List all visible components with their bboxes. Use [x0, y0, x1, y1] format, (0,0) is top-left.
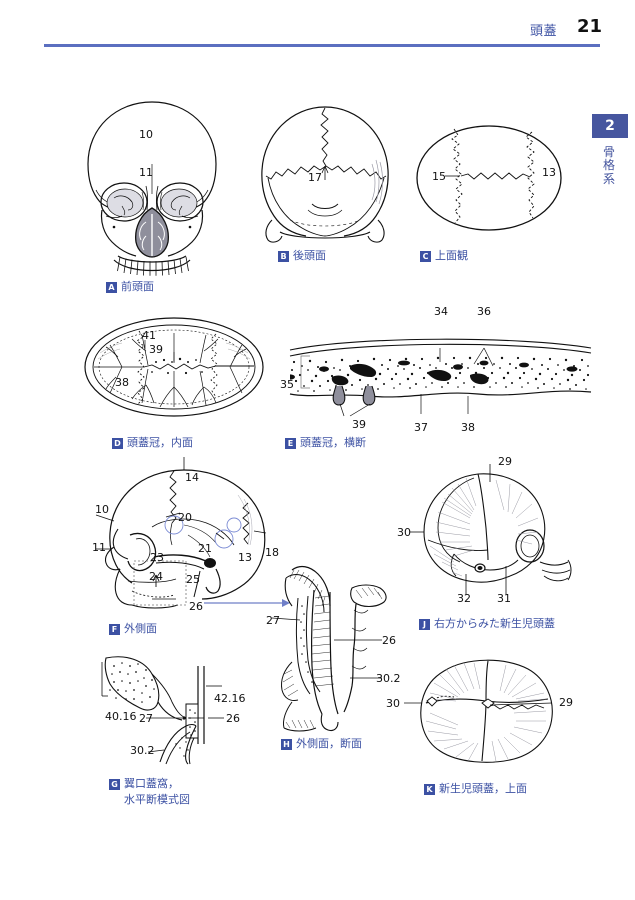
- figure-j-caption-text: 右方からみた新生児頭蓋: [434, 617, 555, 630]
- figure-e-label-39: 39: [352, 418, 366, 431]
- figure-h-badge: H: [281, 739, 292, 750]
- figure-a-caption-text: 前頭面: [121, 280, 154, 293]
- figure-g-caption-text-line1: 翼口蓋窩，: [124, 777, 179, 790]
- figure-e-label-35: 35: [280, 378, 294, 391]
- figure-f-label-11: 11: [92, 541, 106, 554]
- figure-d-badge: D: [112, 438, 123, 449]
- figure-a-label-11: 11: [139, 166, 153, 179]
- figure-f-label-10: 10: [95, 503, 109, 516]
- figure-e-calvaria-cross-section: [288, 336, 593, 417]
- figure-f-label-21: 21: [198, 542, 212, 555]
- figure-j-label-31: 31: [497, 592, 511, 605]
- figure-h-label-26: 26: [382, 634, 396, 647]
- chapter-label-char-2: 格: [602, 158, 615, 173]
- figure-e-caption-text: 頭蓋冠，横断: [300, 436, 366, 449]
- figure-j-badge: J: [419, 619, 430, 630]
- figure-a-caption: A 前頭面: [106, 278, 154, 294]
- figure-f-badge: F: [109, 624, 120, 635]
- figure-j-newborn-skull-lateral: [410, 464, 588, 605]
- figure-b-badge: B: [278, 251, 289, 262]
- figure-c-superior-view: [412, 118, 567, 238]
- figure-h-lateral-section: [271, 562, 403, 737]
- figure-a-badge: A: [106, 282, 117, 293]
- figure-c-caption-text: 上面観: [435, 249, 468, 262]
- chapter-tab-number[interactable]: 2: [592, 114, 628, 138]
- figure-e-label-37: 37: [414, 421, 428, 434]
- figure-b-caption: B 後頭面: [278, 247, 326, 263]
- figure-f-label-26: 26: [189, 600, 203, 613]
- figure-k-badge: K: [424, 784, 435, 795]
- figure-f-caption: F 外側面: [109, 620, 157, 636]
- figure-b-caption-text: 後頭面: [293, 249, 326, 262]
- figure-g-label-40-16: 40.16: [105, 710, 137, 723]
- figure-d-caption-text: 頭蓋冠，内面: [127, 436, 193, 449]
- figure-e-label-36: 36: [477, 305, 491, 318]
- flow-arrow-f-to-h: [204, 594, 292, 613]
- figure-h-caption: H 外側面，断面: [281, 735, 362, 751]
- header-rule: [44, 44, 600, 47]
- figure-c-badge: C: [420, 251, 431, 262]
- figure-f-caption-text: 外側面: [124, 622, 157, 635]
- figure-e-label-34: 34: [434, 305, 448, 318]
- figure-b-occipital-view: [250, 104, 400, 244]
- figure-e-badge: E: [285, 438, 296, 449]
- figure-j-label-32: 32: [457, 592, 471, 605]
- figure-h-label-27: 27: [266, 614, 280, 627]
- figure-f-lateral-view: [88, 457, 298, 620]
- figure-g-caption: G 翼口蓋窩， 水平断模式図: [109, 777, 229, 808]
- figure-f-label-24: 24: [149, 570, 163, 583]
- figure-g-label-26: 26: [226, 712, 240, 725]
- figure-j-caption: J 右方からみた新生児頭蓋: [419, 615, 555, 631]
- figure-g-caption-text-line2: 水平断模式図: [124, 792, 190, 806]
- figure-f-label-18: 18: [265, 546, 279, 559]
- figure-k-newborn-skull-superior: [404, 655, 570, 770]
- figure-c-label-15: 15: [432, 170, 446, 183]
- figure-f-label-13: 13: [238, 551, 252, 564]
- figure-c-caption: C 上面観: [420, 247, 468, 263]
- figure-d-label-41: 41: [142, 329, 156, 342]
- figure-j-label-30: 30: [397, 526, 411, 539]
- chapter-label-char-3: 系: [602, 171, 615, 186]
- figure-c-label-13: 13: [542, 166, 556, 179]
- figure-f-label-20: 20: [178, 511, 192, 524]
- figure-k-label-29: 29: [559, 696, 573, 709]
- figure-h-label-30-2: 30.2: [376, 672, 401, 685]
- figure-d-caption: D 頭蓋冠，内面: [112, 434, 193, 450]
- figure-h-caption-text: 外側面，断面: [296, 737, 362, 750]
- figure-g-pterygopalatine-fossa: [100, 652, 245, 767]
- figure-d-calvaria-inner: [82, 315, 267, 420]
- figure-f-label-23: 23: [150, 551, 164, 564]
- page-number: 21: [576, 16, 602, 37]
- running-title: 頭蓋: [529, 24, 557, 39]
- figure-k-caption-text: 新生児頭蓋，上面: [439, 782, 527, 795]
- figure-f-label-25: 25: [186, 573, 200, 586]
- figure-a-frontal-skull: [62, 98, 242, 276]
- figure-d-label-39: 39: [149, 343, 163, 356]
- figure-a-label-10: 10: [139, 128, 153, 141]
- figure-g-label-30-2: 30.2: [130, 744, 155, 757]
- page-header: 頭蓋 21: [0, 0, 635, 52]
- chapter-label-char-1: 骨: [602, 145, 615, 159]
- chapter-tab-label: 骨 格 系: [594, 145, 624, 186]
- figure-b-label-17: 17: [308, 171, 322, 184]
- figure-e-label-38: 38: [461, 421, 475, 434]
- figure-g-label-42-16: 42.16: [214, 692, 246, 705]
- figure-e-caption: E 頭蓋冠，横断: [285, 434, 366, 450]
- figure-f-label-14: 14: [185, 471, 199, 484]
- figure-k-caption: K 新生児頭蓋，上面: [424, 780, 527, 796]
- figure-g-label-27: 27: [139, 712, 153, 725]
- figure-j-label-29: 29: [498, 455, 512, 468]
- figure-d-label-38: 38: [115, 376, 129, 389]
- figure-k-label-30: 30: [386, 697, 400, 710]
- figure-g-badge: G: [109, 779, 120, 790]
